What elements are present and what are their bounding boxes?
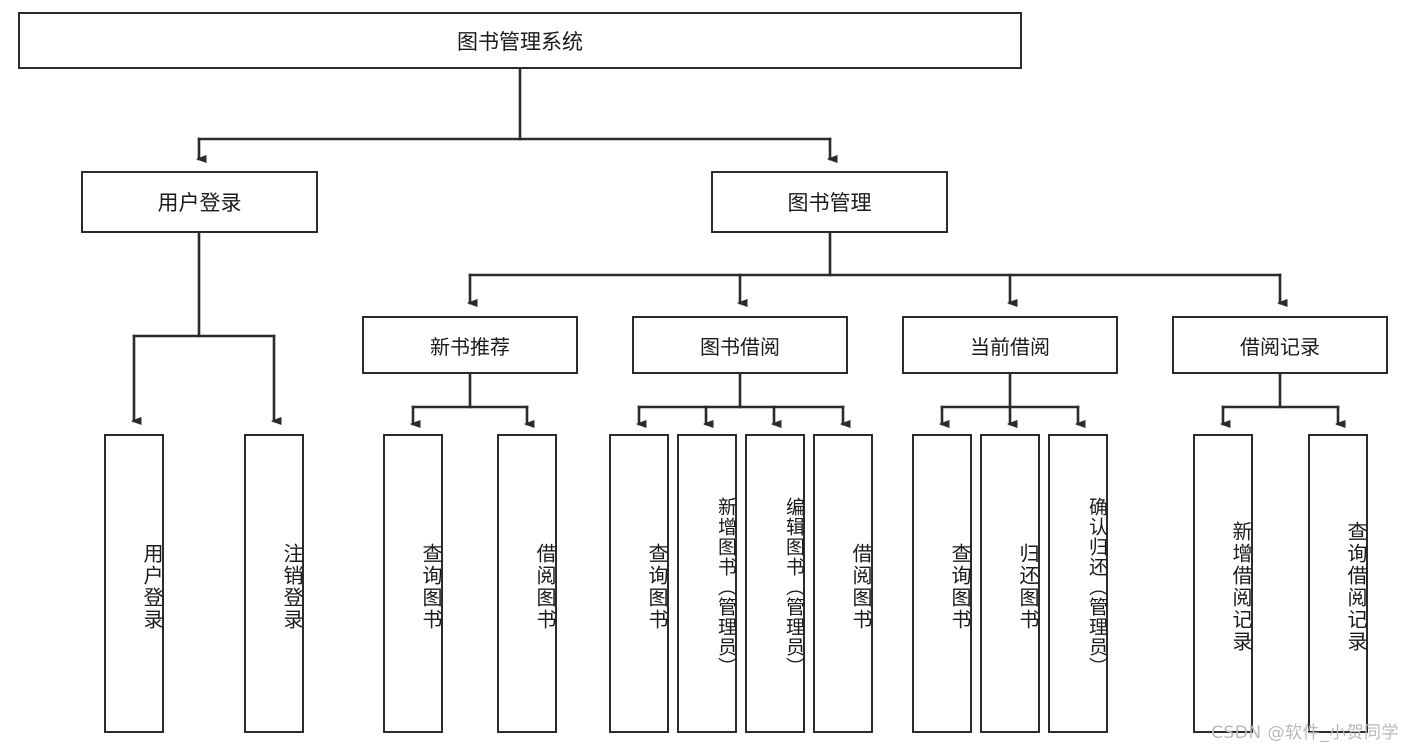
- node-book-management[interactable]: 图书管理: [711, 171, 948, 233]
- node-user-login-label: 用户登录: [157, 191, 242, 215]
- node-new-book-recommend-label: 新书推荐: [430, 334, 510, 359]
- leaf-query-book-2-label: 查询图书: [645, 542, 669, 631]
- leaf-add-book[interactable]: 新增图书（管理员）: [677, 434, 737, 733]
- leaf-confirm-return[interactable]: 确认归还（管理员）: [1048, 434, 1108, 733]
- node-book-borrow[interactable]: 图书借阅: [632, 316, 848, 374]
- node-borrow-record-label: 借阅记录: [1240, 334, 1320, 359]
- leaf-query-book-3[interactable]: 查询图书: [912, 434, 972, 733]
- leaf-borrow-book-1-label: 借阅图书: [533, 542, 557, 631]
- leaf-query-book-2[interactable]: 查询图书: [609, 434, 669, 733]
- leaf-logout-label: 注销登录: [280, 542, 304, 631]
- node-user-login[interactable]: 用户登录: [81, 171, 318, 233]
- leaf-edit-book[interactable]: 编辑图书（管理员）: [745, 434, 805, 733]
- node-current-borrow-label: 当前借阅: [970, 334, 1050, 359]
- leaf-user-login[interactable]: 用户登录: [104, 434, 164, 733]
- leaf-user-login-label: 用户登录: [140, 542, 164, 631]
- leaf-query-record-label: 查询借阅记录: [1344, 520, 1368, 653]
- leaf-add-record-label: 新增借阅记录: [1229, 520, 1253, 653]
- leaf-query-book-1[interactable]: 查询图书: [383, 434, 443, 733]
- node-book-borrow-label: 图书借阅: [700, 334, 780, 359]
- leaf-borrow-book-1[interactable]: 借阅图书: [497, 434, 557, 733]
- node-new-book-recommend[interactable]: 新书推荐: [362, 316, 578, 374]
- node-book-management-label: 图书管理: [787, 191, 872, 215]
- node-current-borrow[interactable]: 当前借阅: [902, 316, 1118, 374]
- leaf-borrow-book-2-label: 借阅图书: [849, 542, 873, 631]
- leaf-add-record[interactable]: 新增借阅记录: [1193, 434, 1253, 733]
- leaf-return-book[interactable]: 归还图书: [980, 434, 1040, 733]
- leaf-logout[interactable]: 注销登录: [244, 434, 304, 733]
- leaf-borrow-book-2[interactable]: 借阅图书: [813, 434, 873, 733]
- leaf-add-book-label: 新增图书（管理员）: [715, 496, 737, 677]
- leaf-query-book-1-label: 查询图书: [419, 542, 443, 631]
- leaf-query-book-3-label: 查询图书: [948, 542, 972, 631]
- leaf-confirm-return-label: 确认归还（管理员）: [1086, 496, 1108, 677]
- leaf-edit-book-label: 编辑图书（管理员）: [783, 496, 805, 677]
- node-root[interactable]: 图书管理系统: [18, 12, 1022, 69]
- csdn-watermark: CSDN @软件_小贺同学: [1211, 723, 1399, 743]
- node-root-label: 图书管理系统: [457, 29, 583, 54]
- leaf-query-record[interactable]: 查询借阅记录: [1308, 434, 1368, 733]
- leaf-return-book-label: 归还图书: [1016, 542, 1040, 631]
- node-borrow-record[interactable]: 借阅记录: [1172, 316, 1388, 374]
